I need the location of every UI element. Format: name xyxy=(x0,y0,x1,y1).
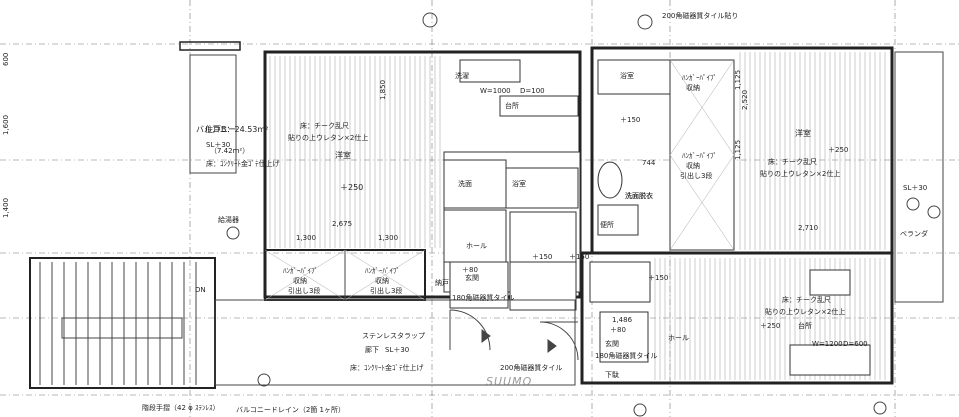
level-room-bottom: ＋250 xyxy=(760,322,780,330)
bath-label-right: 浴室 xyxy=(620,71,634,80)
drain-label: バルコニードレイン（2箇 1ヶ所） xyxy=(236,405,345,414)
stainless-label: ステンレスタラップ xyxy=(362,331,425,340)
dim-w1200: W=1200 xyxy=(812,340,843,348)
wash-label-left: 洗面 xyxy=(458,179,472,188)
drawer-1: 引出し3段 xyxy=(288,286,320,295)
room-floor-right: 床：チーク乱尺 xyxy=(768,157,817,166)
room-bottom-right xyxy=(580,251,894,385)
closets-left xyxy=(264,249,426,301)
balcony-label: バルコニー xyxy=(196,125,236,134)
doors xyxy=(449,309,579,361)
closet-r2b: 収納 xyxy=(686,161,700,170)
level-room-left: ＋250 xyxy=(340,183,363,192)
sl-right: SL＋30 xyxy=(903,184,927,192)
level-150c: ＋150 xyxy=(648,274,668,282)
unit-area-label: 住戸B：24.53m² xyxy=(205,124,268,134)
dim-left-3: 1,400 xyxy=(2,198,10,218)
room-floor-left: 床：チーク乱尺 xyxy=(300,121,349,130)
balcony-right xyxy=(894,51,944,303)
dim-1300a: 1,300 xyxy=(296,234,316,242)
top-tile-label: 200角磁器質タイル貼り xyxy=(662,11,738,20)
dim-1300b: 1,300 xyxy=(378,234,398,242)
bath-label-left: 浴室 xyxy=(512,179,526,188)
balcony-right-label: ベランダ xyxy=(900,229,928,238)
room-floor-bottom: 床：チーク乱尺 xyxy=(782,295,831,304)
dim-d600: D=600 xyxy=(843,340,868,348)
room-floor-bottom-2: 貼りの上ウレタン×2仕上 xyxy=(765,307,845,316)
level-80b: ＋80 xyxy=(610,326,626,334)
grid-markers xyxy=(226,12,941,417)
closet-r1: ﾊﾝｶﾞｰﾊﾟｲﾌﾟ xyxy=(682,74,717,82)
drawer-2: 引出し3段 xyxy=(370,286,402,295)
dim-w1000: W=1000 xyxy=(480,87,511,95)
level-room-right: ＋250 xyxy=(828,146,848,154)
room-left xyxy=(263,50,582,311)
hanger-1: ﾊﾝｶﾞｰﾊﾟｲﾌﾟ xyxy=(283,267,318,275)
room-label-right: 洋室 xyxy=(795,128,811,138)
room-label-left: 洋室 xyxy=(335,150,351,160)
handrail-label: 階段手摺（42 φ ｽﾃﾝﾚｽ） xyxy=(142,403,219,412)
level-80a: ＋80 xyxy=(462,266,478,274)
balcony-area-label: （7.42m²） xyxy=(210,147,249,155)
dim-2675: 2,675 xyxy=(332,220,352,228)
stair-tile-label: 200角磁器質タイル xyxy=(500,363,562,372)
kitchen-label-left: 台所 xyxy=(505,101,519,110)
toilet-label-right: 便所 xyxy=(600,220,614,229)
stair-dn: DN xyxy=(195,286,206,294)
sl-balcony: SL＋30 xyxy=(206,141,230,149)
balcony-floor-label: 床：ｺﾝｸﾘｰﾄ金ｺﾞﾃ仕上げ xyxy=(206,159,280,168)
dim-left-2: 1,600 xyxy=(2,115,10,135)
staircase xyxy=(29,257,216,389)
entrance-tile-bottom: 180角磁器質タイル xyxy=(595,351,657,360)
dim-left-1: 600 xyxy=(2,53,10,66)
closet-r2c: 引出し3段 xyxy=(680,171,712,180)
shoe-label: 下駄 xyxy=(605,370,619,379)
corridor-label: 廊下 xyxy=(365,345,379,354)
room-right xyxy=(590,46,894,255)
hall-label: ホール xyxy=(466,242,487,250)
sl-corridor: SL＋30 xyxy=(385,346,409,354)
hanger-2: ﾊﾝｶﾞｰﾊﾟｲﾌﾟ xyxy=(365,267,400,275)
wash-label-right: 洗面脱衣 xyxy=(625,191,653,200)
room-floor-right-2: 貼りの上ウレタン×2仕上 xyxy=(760,169,840,178)
level-150b: ＋150 xyxy=(620,116,640,124)
balcony-bottom xyxy=(214,299,576,386)
balcony-left xyxy=(179,41,241,174)
room-floor-left-2: 貼りの上ウレタン×2仕上 xyxy=(288,133,368,142)
storage-bottom: 納戸 xyxy=(435,278,449,287)
entrance-label-bottom: 玄関 xyxy=(605,339,619,348)
dim-2710: 2,710 xyxy=(798,224,818,232)
dim-2520: 2,520 xyxy=(741,90,749,110)
storage-1: 収納 xyxy=(293,276,307,285)
dim-744: 744 xyxy=(642,159,656,167)
heater-label: 給湯器 xyxy=(218,215,239,224)
closet-r2: ﾊﾝｶﾞｰﾊﾟｲﾌﾟ xyxy=(682,152,717,160)
dim-1125b: 1,125 xyxy=(734,140,742,160)
watermark: SUUMO xyxy=(486,375,532,388)
kitchen-label-bottom: 台所 xyxy=(798,321,812,330)
dim-1850: 1,850 xyxy=(379,80,387,100)
entrance-label-left: 玄関 xyxy=(465,273,479,282)
cabinet-label: 洗濯 xyxy=(455,71,469,80)
dim-d100: D=100 xyxy=(520,87,545,95)
dim-1125a: 1,125 xyxy=(734,70,742,90)
entrance-tile-left: 180角磁器質タイル xyxy=(452,293,514,302)
level-150a: ＋150 xyxy=(532,253,552,261)
storage-2: 収納 xyxy=(375,276,389,285)
hall-label-bottom: ホール xyxy=(668,334,689,342)
level-150d: ＋150 xyxy=(569,253,589,261)
dim-1486: 1,486 xyxy=(612,316,633,324)
balcony-floor-bottom: 床：ｺﾝｸﾘｰﾄ金ｺﾞﾃ仕上げ xyxy=(350,363,424,372)
closet-r1b: 収納 xyxy=(686,83,700,92)
wash-right-label: 洗面脱衣 xyxy=(625,191,653,200)
